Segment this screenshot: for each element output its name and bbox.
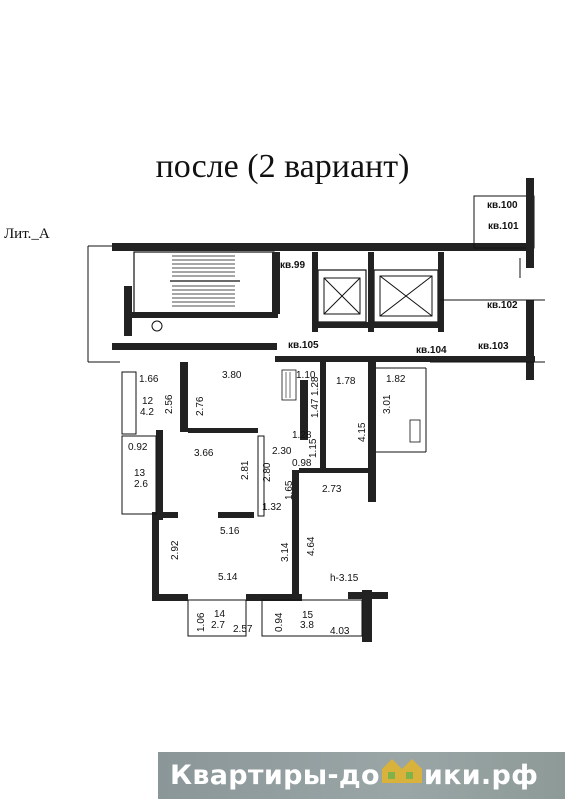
apt-label-100: кв.100 — [487, 200, 518, 211]
house-icon — [380, 753, 424, 800]
shaft-wall-2 — [368, 252, 374, 332]
apt-label-101: кв.101 — [488, 221, 519, 232]
balcony-14 — [187, 599, 247, 637]
dim-label: 1.82 — [386, 374, 406, 385]
dim-label: 12 — [142, 396, 154, 407]
dim-label: 2.56 — [164, 394, 175, 414]
dim-label: 1.65 — [284, 480, 295, 500]
balcony-12 — [121, 371, 137, 435]
dim-label: 2.57 — [233, 624, 253, 635]
dim-label: 2.7 — [211, 620, 225, 631]
watermark-text-2: ики.рф — [423, 760, 539, 791]
dim-label: 0.92 — [128, 442, 148, 453]
dim-label: 3.80 — [222, 370, 242, 381]
dim-label: 1.10 — [296, 370, 316, 381]
plan-title: после (2 вариант) — [155, 148, 410, 185]
dim-label: 1.47 — [310, 398, 321, 418]
dim-label: 3.66 — [194, 448, 214, 459]
dim-label: 1.66 — [139, 374, 159, 385]
dim-label: 2.30 — [272, 446, 292, 457]
dim-label: 13 — [134, 468, 146, 479]
dim-label: 0.98 — [292, 458, 312, 469]
wall-corridor-low — [275, 356, 535, 362]
wall-right-ext — [362, 590, 372, 642]
apt-label-99: кв.99 — [280, 260, 305, 271]
dim-label: 5.16 — [220, 526, 240, 537]
wall-stair-bottom — [128, 312, 278, 318]
shaft-floor — [312, 322, 444, 328]
dim-label: 4.2 — [140, 407, 154, 418]
dim-label: 4.03 — [330, 626, 350, 637]
balcony-13 — [121, 435, 157, 515]
balcony-15 — [261, 599, 363, 637]
wall-corridor-mid — [112, 343, 277, 350]
dim-label: 1.32 — [262, 502, 282, 513]
shaft-wall-1 — [312, 252, 318, 332]
apt-label-102: кв.102 — [487, 300, 518, 311]
dim-label: 1.28 — [310, 376, 321, 396]
dim-label: 3.01 — [382, 394, 393, 414]
dim-label: 3.8 — [300, 620, 314, 631]
apt-label-104: кв.104 — [416, 345, 447, 356]
wall-apt-right — [368, 362, 376, 502]
dim-label: 2.80 — [262, 462, 273, 482]
wall-left-stub — [124, 286, 132, 336]
wall-bottom-left — [152, 594, 188, 601]
dim-label: 2.73 — [322, 484, 342, 495]
wall-bottom-mid — [246, 594, 302, 601]
dim-label: 0.94 — [274, 612, 285, 632]
apt-label-103: кв.103 — [478, 341, 509, 352]
watermark-banner: Квартиры-до ики.рф — [158, 752, 565, 799]
dimension-labels: 1.66 3.80 1.10 1.28 1.78 1.82 12 4.2 2.5… — [128, 370, 406, 637]
fixture-circle — [151, 320, 163, 332]
wall-left-low — [152, 512, 159, 600]
wall-top-corridor — [112, 243, 532, 251]
dim-label: h-3.15 — [330, 573, 359, 584]
dim-label: 2.76 — [195, 396, 206, 416]
dim-label: 15 — [302, 610, 314, 621]
dim-label: 2.6 — [134, 479, 148, 490]
wall-left-mid — [156, 430, 163, 520]
dim-label: 4.64 — [306, 536, 317, 556]
dim-label: 4.15 — [357, 422, 368, 442]
dim-label: 1.78 — [336, 376, 356, 387]
stair-wall — [272, 252, 280, 314]
wall-bottom-right — [348, 592, 388, 599]
dim-label: 2.92 — [170, 540, 181, 560]
shaft-wall-3 — [438, 252, 444, 332]
dim-label: 5.14 — [218, 572, 238, 583]
stair-outline — [133, 251, 275, 315]
dim-label: 1.06 — [196, 612, 207, 632]
watermark-text-1: Квартиры-до — [170, 760, 380, 791]
dim-label: 14 — [214, 609, 226, 620]
building-label: Лит._А — [4, 226, 50, 242]
dim-label: 1.28 — [292, 430, 312, 441]
apt-label-105: кв.105 — [288, 340, 319, 351]
dim-label: 2.81 — [240, 460, 251, 480]
dim-label: 3.14 — [280, 542, 291, 562]
dim-label: 1.15 — [308, 438, 319, 458]
wall-apt-left-top — [180, 362, 188, 432]
